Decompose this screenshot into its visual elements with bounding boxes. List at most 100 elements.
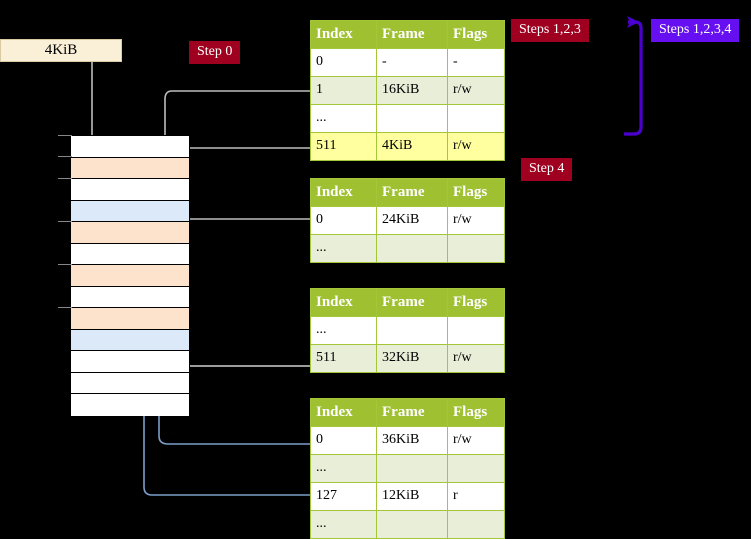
memory-row: [71, 200, 189, 222]
table-row: 511 4KiB r/w: [310, 132, 505, 161]
table-row: 0 - -: [310, 48, 505, 77]
table-row: ...: [310, 316, 505, 345]
cell-index: ...: [310, 510, 377, 539]
cell-flags: [447, 104, 505, 133]
cell-frame: [376, 234, 448, 263]
memory-row: [71, 179, 189, 201]
cell-index: ...: [310, 454, 377, 483]
page-table-pml4: Index Frame Flags 0 - - 1 16KiB r/w ... …: [310, 20, 505, 161]
column-header-index: Index: [310, 20, 377, 49]
memory-row: [71, 286, 189, 308]
table-header-row: Index Frame Flags: [310, 288, 505, 317]
cell-index: ...: [310, 234, 377, 263]
physical-memory-column: [70, 135, 190, 416]
cell-index: 511: [310, 344, 377, 373]
table-header-row: Index Frame Flags: [310, 398, 505, 427]
cell-flags: [447, 316, 505, 345]
connector-pdpt-to-memory: [175, 218, 312, 260]
cell-frame: [376, 316, 448, 345]
cell-frame: -: [376, 48, 448, 77]
table-row: 511 32KiB r/w: [310, 344, 505, 373]
cell-flags: -: [447, 48, 505, 77]
cell-index: 0: [310, 426, 377, 455]
cell-index: 511: [310, 132, 377, 161]
table-row: 0 24KiB r/w: [310, 206, 505, 235]
cell-frame: 36KiB: [376, 426, 448, 455]
memory-row: [71, 394, 189, 416]
table-row: ...: [310, 104, 505, 133]
cell-flags: r/w: [447, 426, 505, 455]
column-header-flags: Flags: [447, 288, 505, 317]
badge-step-0-label: Step 0: [197, 44, 233, 59]
memory-row: [71, 157, 189, 179]
page-table-pd: Index Frame Flags ... 511 32KiB r/w: [310, 288, 505, 373]
cell-frame: 12KiB: [376, 482, 448, 511]
frame-size-label: 4KiB: [44, 42, 78, 58]
badge-step-4: Step 4: [521, 158, 573, 181]
table-row: ...: [310, 454, 505, 483]
column-header-frame: Frame: [376, 178, 448, 207]
connector-memory-to-pdpt: [169, 147, 312, 214]
cell-frame: [376, 510, 448, 539]
cell-frame: 16KiB: [376, 76, 448, 105]
cell-flags: [447, 454, 505, 483]
badge-steps-1234-label: Steps 1,2,3,4: [659, 22, 732, 37]
column-header-frame: Frame: [376, 398, 448, 427]
column-header-frame: Frame: [376, 20, 448, 49]
cell-flags: r/w: [447, 132, 505, 161]
cell-flags: r/w: [447, 344, 505, 373]
table-header-row: Index Frame Flags: [310, 178, 505, 207]
cell-index: 0: [310, 206, 377, 235]
memory-row: [71, 243, 189, 265]
badge-steps-123: Steps 1,2,3: [511, 19, 589, 42]
cell-frame: [376, 104, 448, 133]
connector-pd-to-memory: [177, 308, 312, 367]
memory-row: [71, 351, 189, 373]
table-row: ...: [310, 510, 505, 539]
cell-index: ...: [310, 104, 377, 133]
table-row: 1 16KiB r/w: [310, 76, 505, 105]
column-header-index: Index: [310, 288, 377, 317]
table-row: 0 36KiB r/w: [310, 426, 505, 455]
cell-flags: [447, 510, 505, 539]
cell-index: 1: [310, 76, 377, 105]
table-row: ...: [310, 234, 505, 263]
diagram-canvas: 4KiB Step 0 Steps 1,2,3 Steps 1,2,3,4 St…: [0, 16, 740, 539]
column-header-flags: Flags: [447, 398, 505, 427]
cell-flags: r: [447, 482, 505, 511]
column-header-frame: Frame: [376, 288, 448, 317]
memory-tick: [58, 307, 72, 308]
memory-tick: [58, 264, 72, 265]
table-row: 127 12KiB r: [310, 482, 505, 511]
memory-tick: [58, 221, 72, 222]
memory-row: [71, 222, 189, 244]
badge-steps-123-label: Steps 1,2,3: [519, 22, 581, 37]
cell-frame: [376, 454, 448, 483]
page-table-pt: Index Frame Flags 0 36KiB r/w ... 127 12…: [310, 398, 505, 539]
cell-index: 0: [310, 48, 377, 77]
badge-step-4-label: Step 4: [529, 161, 565, 176]
badge-steps-1234: Steps 1,2,3,4: [651, 19, 740, 42]
page-table-pdpt: Index Frame Flags 0 24KiB r/w ...: [310, 178, 505, 263]
cell-index: 127: [310, 482, 377, 511]
badge-step-0: Step 0: [189, 41, 241, 64]
cell-flags: r/w: [447, 76, 505, 105]
column-header-index: Index: [310, 398, 377, 427]
column-header-flags: Flags: [447, 20, 505, 49]
purple-step-arrow: [624, 16, 643, 136]
memory-row: [71, 372, 189, 394]
cell-flags: [447, 234, 505, 263]
cell-flags: r/w: [447, 206, 505, 235]
memory-row: [71, 329, 189, 351]
column-header-flags: Flags: [447, 178, 505, 207]
memory-row: [71, 265, 189, 287]
memory-row: [71, 136, 189, 158]
cell-frame: 32KiB: [376, 344, 448, 373]
column-header-index: Index: [310, 178, 377, 207]
memory-tick: [58, 178, 72, 179]
cell-frame: 4KiB: [376, 132, 448, 161]
memory-row: [71, 308, 189, 330]
table-header-row: Index Frame Flags: [310, 20, 505, 49]
cell-index: ...: [310, 316, 377, 345]
cell-frame: 24KiB: [376, 206, 448, 235]
